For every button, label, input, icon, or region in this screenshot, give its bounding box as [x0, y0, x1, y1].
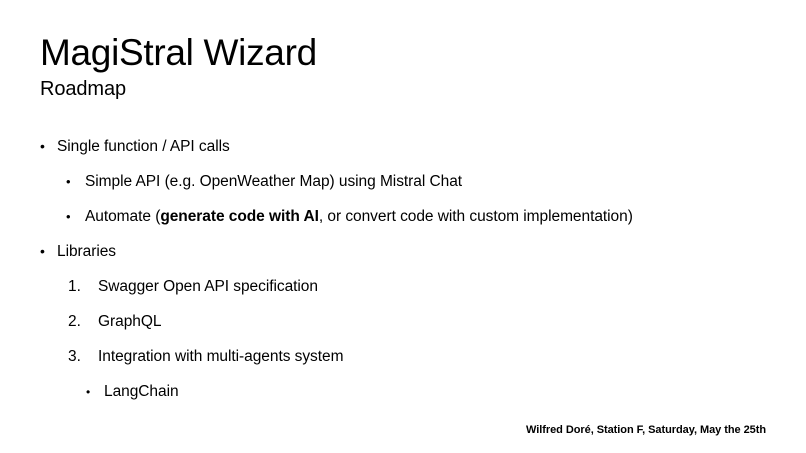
slide-subtitle: Roadmap — [40, 78, 127, 100]
text-segment-bold: generate code with AI — [160, 208, 319, 225]
list-item-label: Integration with multi-agents system — [98, 348, 344, 365]
text-segment-plain: Automate ( — [85, 208, 161, 225]
list-item: 1. Swagger Open API specification — [40, 279, 766, 314]
list-item: • Simple API (e.g. OpenWeather Map) usin… — [40, 174, 766, 209]
list-item: • LangChain — [40, 384, 766, 419]
list-item-label: Simple API (e.g. OpenWeather Map) using … — [85, 173, 463, 190]
list-item: • Single function / API calls — [40, 139, 766, 174]
slide-header: MagiStral Wizard Roadmap — [40, 32, 760, 102]
list-item-label: Libraries — [57, 243, 116, 260]
list-item: 2. GraphQL — [40, 314, 766, 349]
text-segment-plain-tail: , or convert code with custom implementa… — [318, 208, 633, 225]
list-item-label: Swagger Open API specification — [98, 278, 318, 295]
list-item: • Automate (generate code with AI, or co… — [40, 209, 766, 244]
bullet-icon: • — [86, 385, 91, 399]
list-item-label-rich: Automate (generate code with AI, or conv… — [85, 209, 766, 225]
list-item-label: GraphQL — [98, 313, 162, 330]
slide-footer: Wilfred Doré, Station F, Saturday, May t… — [526, 424, 766, 436]
list-number: 2. — [68, 313, 81, 330]
bullet-icon: • — [40, 243, 45, 259]
list-item: • Libraries — [40, 244, 766, 279]
list-number: 1. — [68, 278, 81, 295]
bullet-icon: • — [66, 209, 71, 224]
list-item-label: Single function / API calls — [57, 138, 230, 155]
page-title: MagiStral Wizard — [40, 32, 317, 73]
list-item: 3. Integration with multi-agents system — [40, 349, 766, 384]
list-item-label: LangChain — [104, 383, 179, 400]
outline-list: • Single function / API calls • Simple A… — [40, 139, 766, 419]
list-number: 3. — [68, 348, 81, 365]
bullet-icon: • — [40, 138, 45, 154]
bullet-icon: • — [66, 174, 71, 189]
